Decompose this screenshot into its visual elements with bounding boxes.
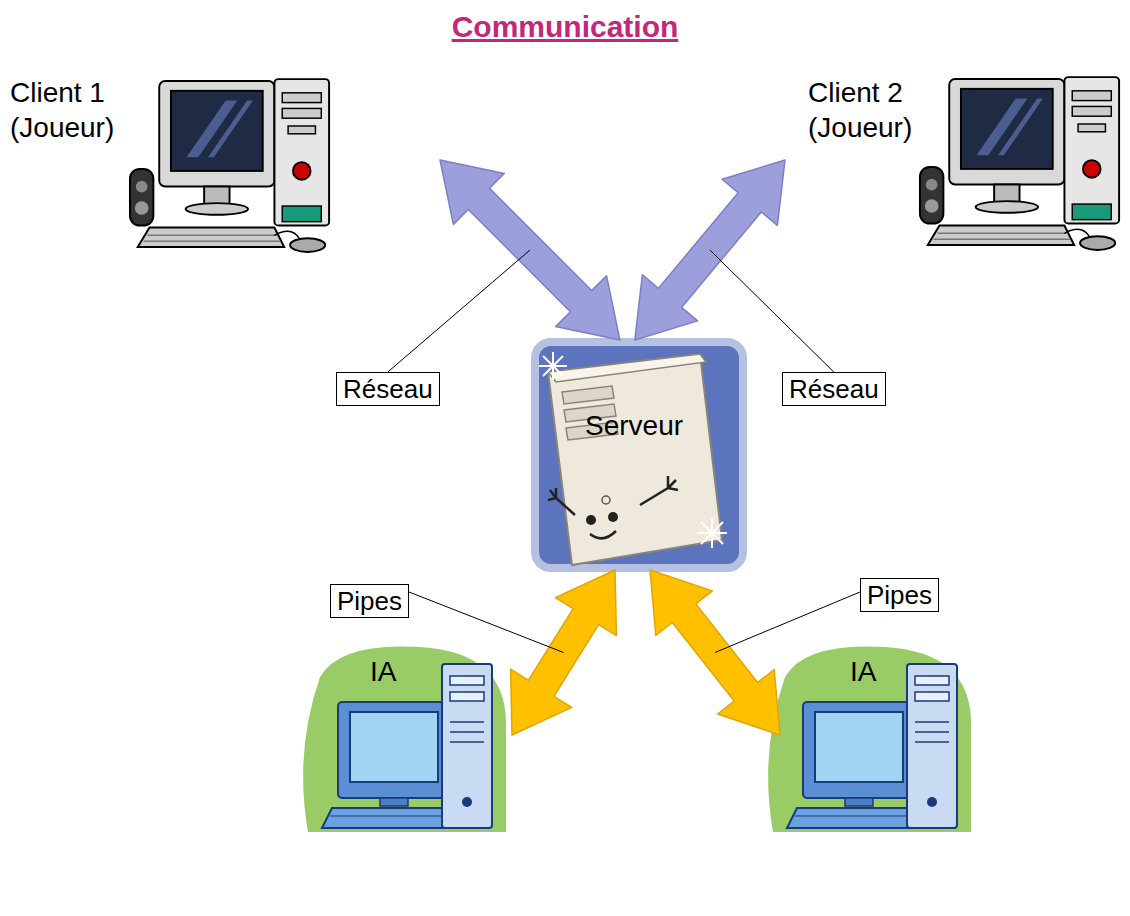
ai-node: IA	[300, 640, 512, 835]
node-label: Client 1 (Joueur)	[10, 75, 145, 145]
callout-label: Réseau	[782, 372, 886, 406]
node-label: IA	[370, 654, 396, 689]
ai-computer	[303, 646, 506, 832]
callout-label: Pipes	[860, 578, 939, 612]
callout-label: Pipes	[330, 584, 409, 618]
ai-node: IA	[780, 640, 965, 835]
server-node: Serveur	[533, 340, 745, 570]
node-label: IA	[850, 654, 876, 689]
client-node: Client 2 (Joueur)	[785, 70, 1125, 262]
node-label: Serveur	[585, 408, 683, 443]
ai-computer	[768, 646, 971, 832]
leader-line	[710, 250, 834, 372]
callout-label: Réseau	[336, 372, 440, 406]
leader-line	[409, 592, 564, 653]
desktop-computer	[130, 79, 329, 252]
client-node: Client 1 (Joueur)	[5, 70, 440, 262]
server-icon	[535, 342, 743, 568]
node-label: Client 2 (Joueur)	[808, 75, 943, 145]
diagram-title: Communication	[0, 10, 1130, 44]
leader-line	[388, 250, 530, 372]
desktop-computer	[920, 77, 1119, 250]
leader-line	[715, 592, 860, 653]
